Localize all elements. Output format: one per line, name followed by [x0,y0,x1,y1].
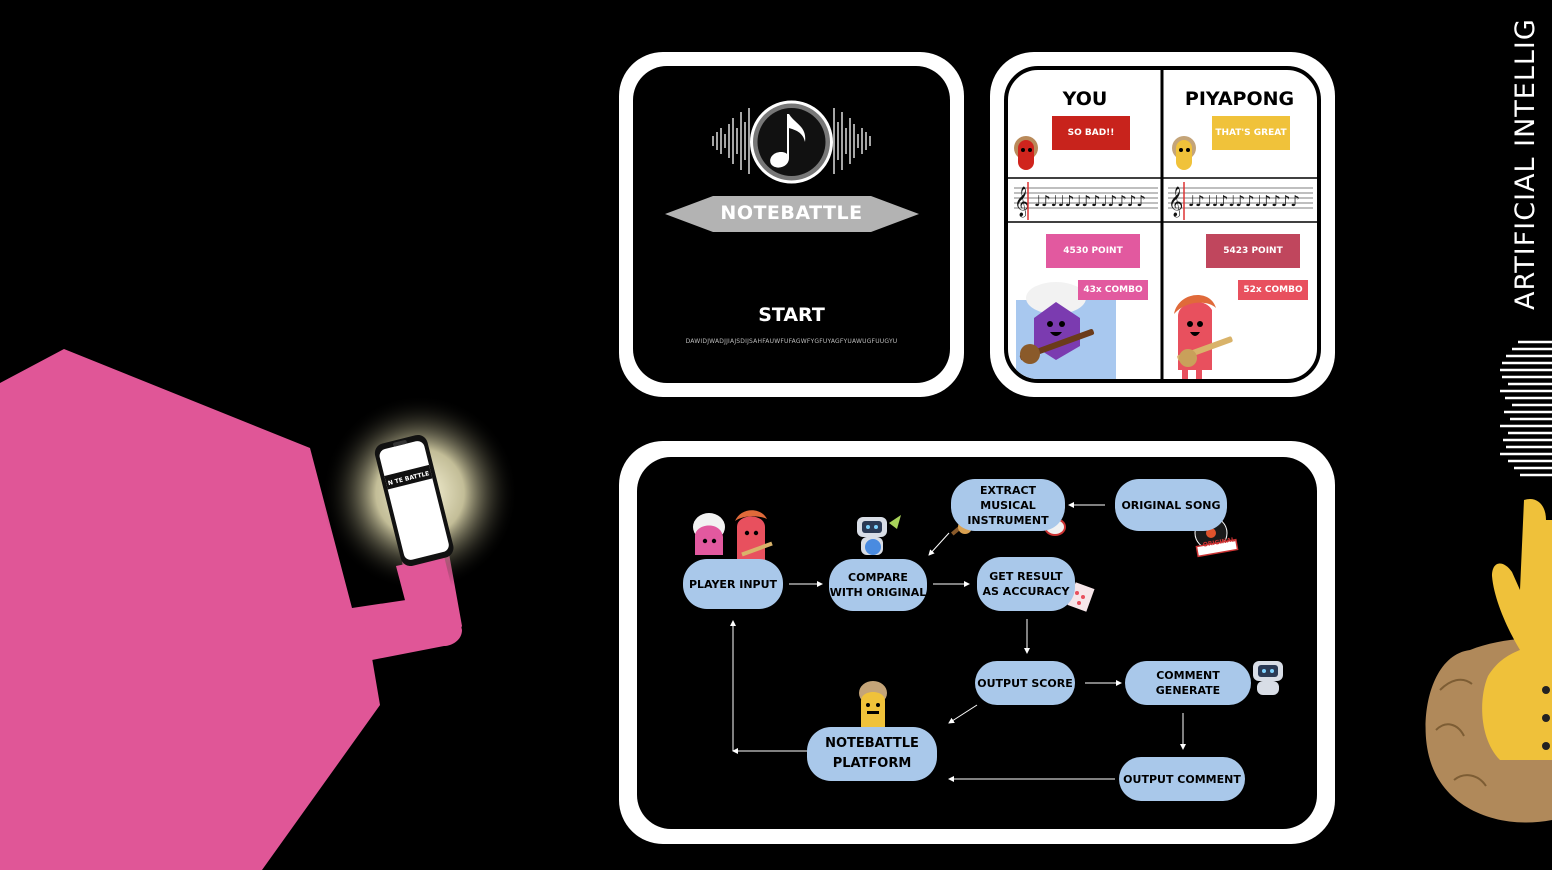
left-combo-badge: 43x COMBO [1078,280,1148,300]
purple-guitarist [1016,282,1116,379]
left-player-name: YOU [1062,88,1108,110]
battle-graphics: 𝄞 𝄞 ♩♪♩♩♪♩♪♪♩♪♪♪♪ ♩♪♩♩♪♩♪♪♩♪♪♪♪ [1008,70,1317,379]
title-screen: NOTEBATTLE START DAWIDJWADJJIAJSDIJSAHFA… [633,66,950,383]
svg-text:𝄞: 𝄞 [1014,186,1029,218]
robot-icon [857,515,901,555]
output-comment-node: OUTPUT COMMENT [1119,757,1245,801]
player-characters-icon [693,510,773,561]
waveform-icon [712,108,871,174]
right-points-bubble: 5423 POINT [1206,234,1300,268]
title-banner [665,196,919,232]
battle-screen-panel: 𝄞 𝄞 ♩♪♩♩♪♩♪♪♩♪♪♪♪ ♩♪♩♩♪♩♪♪♩♪♪♪♪ [990,52,1335,397]
flow-diagram: PLAYER INPUT COMPARE WITH ORIGINAL EXTRA… [637,457,1317,829]
compare-node: COMPARE WITH ORIGINAL [829,559,927,611]
svg-text:𝄞: 𝄞 [1168,186,1183,218]
battle-screen: 𝄞 𝄞 ♩♪♩♩♪♩♪♪♩♪♪♪♪ ♩♪♩♩♪♩♪♪♩♪♪♪♪ [1004,66,1321,383]
player-input-node: PLAYER INPUT [683,559,783,609]
brain-hand-illustration [1425,498,1552,823]
title-screen-panel: NOTEBATTLE START DAWIDJWADJJIAJSDIJSAHFA… [619,52,964,397]
platform-node: NOTEBATTLE PLATFORM [807,727,937,781]
output-score-node: OUTPUT SCORE [975,661,1075,705]
right-player-name: PIYAPONG [1184,88,1295,110]
pink-hand-illustration: N TE BATTLE [0,349,518,870]
right-comment-bubble: THAT'S GREAT [1212,116,1290,150]
music-note-logo [665,100,919,232]
flow-diagram-panel: PLAYER INPUT COMPARE WITH ORIGINAL EXTRA… [619,441,1335,844]
footer-text: DAWIDJWADJJIAJSDIJSAHFAUWFUFAGWFYGFUYAGF… [685,338,898,345]
start-button[interactable]: START [758,304,825,326]
platform-character-icon [859,681,887,727]
right-combo-badge: 52x COMBO [1238,280,1308,300]
svg-text:♩♪♩♩♪♩♪♪♩♪♪♪♪: ♩♪♩♩♪♩♪♪♩♪♪♪♪ [1034,192,1146,210]
red-guitarist [1174,295,1233,379]
extract-node: EXTRACT MUSICAL INSTRUMENT [951,479,1065,531]
player-avatar-right [1172,136,1196,170]
original-song-node: ORIGINAL SONG [1115,479,1227,531]
get-result-node: GET RESULT AS ACCURACY [977,557,1075,611]
comment-generate-node: COMMENT GENERATE [1125,661,1251,705]
left-points-bubble: 4530 POINT [1046,234,1140,268]
robot-icon-2 [1253,661,1283,695]
music-staff [1008,177,1317,223]
svg-text:♩♪♩♩♪♩♪♪♩♪♪♪♪: ♩♪♩♩♪♩♪♪♩♪♪♪♪ [1188,192,1300,210]
game-title: NOTEBATTLE [720,202,863,224]
sound-wave-icon [1500,340,1552,477]
left-comment-bubble: SO BAD!! [1052,116,1130,150]
side-title: ARTIFICIAL INTELLIG [1510,18,1541,310]
player-avatar-left [1014,136,1038,170]
